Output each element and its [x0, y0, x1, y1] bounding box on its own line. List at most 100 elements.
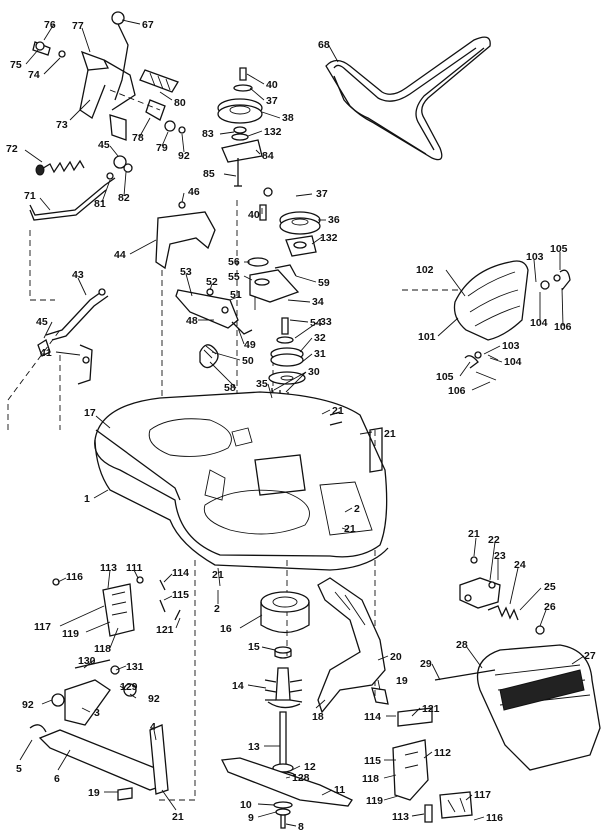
mower-blade-11 — [221, 757, 353, 829]
label-92c: 92 — [22, 699, 34, 711]
discharge-deflector-27 — [434, 644, 601, 771]
label-12: 12 — [304, 761, 316, 773]
label-129: 129 — [120, 681, 138, 693]
label-128: 128 — [292, 772, 310, 784]
label-84: 84 — [262, 150, 274, 162]
discharge-chute-101 — [453, 260, 571, 381]
label-114b: 114 — [364, 711, 381, 723]
label-77: 77 — [72, 20, 84, 32]
belt-guard-44 — [155, 201, 216, 270]
spring-72 — [35, 159, 85, 176]
label-117b: 117 — [474, 789, 491, 801]
label-4: 4 — [150, 721, 156, 733]
drive-belt-68 — [325, 36, 491, 161]
label-130: 130 — [78, 655, 96, 667]
label-2a: 2 — [354, 503, 360, 515]
label-14: 14 — [232, 680, 244, 692]
label-132b: 132 — [320, 232, 338, 244]
knob-67 — [111, 11, 125, 25]
label-46: 46 — [188, 186, 200, 198]
label-1: 1 — [84, 493, 90, 505]
label-115b: 115 — [364, 755, 381, 767]
label-28: 28 — [456, 639, 468, 651]
label-21b: 21 — [384, 428, 396, 440]
label-118a: 118 — [94, 643, 111, 655]
label-49: 49 — [244, 339, 256, 351]
label-92b: 92 — [148, 693, 160, 705]
label-105b: 105 — [436, 371, 454, 383]
label-21d: 21 — [212, 569, 224, 581]
label-22: 22 — [488, 534, 500, 546]
label-29: 29 — [420, 658, 432, 670]
label-106: 106 — [554, 321, 572, 333]
label-13: 13 — [248, 741, 260, 753]
label-31: 31 — [314, 348, 326, 360]
label-67: 67 — [142, 19, 154, 31]
label-113a: 113 — [100, 562, 117, 574]
label-58: 58 — [224, 382, 236, 394]
label-50: 50 — [242, 355, 254, 367]
label-17: 17 — [84, 407, 96, 419]
label-18: 18 — [312, 711, 324, 723]
label-41: 41 — [40, 347, 52, 359]
label-105: 105 — [550, 243, 568, 255]
label-131: 131 — [126, 661, 144, 673]
label-35: 35 — [256, 378, 268, 390]
label-121b: 121 — [422, 703, 440, 715]
bearing-15 — [274, 646, 292, 659]
label-30: 30 — [308, 366, 320, 378]
baffle-18 — [317, 577, 389, 714]
label-52: 52 — [206, 276, 218, 288]
label-6: 6 — [54, 773, 60, 785]
label-8: 8 — [298, 821, 304, 833]
label-103b: 103 — [502, 340, 520, 352]
idler-pulley-stack-top — [217, 67, 263, 187]
label-121a: 121 — [156, 624, 174, 636]
label-2b: 2 — [214, 603, 220, 615]
label-3: 3 — [94, 707, 100, 719]
label-33: 33 — [320, 316, 332, 328]
label-79: 79 — [156, 142, 168, 154]
label-36: 36 — [328, 214, 340, 226]
lift-link-43 — [37, 288, 109, 385]
label-85: 85 — [203, 168, 215, 180]
label-113b: 113 — [392, 811, 409, 823]
label-48: 48 — [186, 315, 198, 327]
label-81: 81 — [94, 198, 106, 210]
label-116b: 116 — [486, 812, 503, 824]
label-43: 43 — [72, 269, 84, 281]
spindle-14 — [264, 667, 303, 709]
spindle-pulley-32 — [268, 317, 306, 385]
label-111: 111 — [126, 562, 143, 574]
label-117a: 117 — [34, 621, 51, 633]
label-118b: 118 — [362, 773, 379, 785]
front-lift-arm-3 — [51, 659, 137, 726]
label-34: 34 — [312, 296, 324, 308]
label-80: 80 — [174, 97, 186, 109]
stabilizer-bar-6 — [29, 724, 169, 801]
label-21f: 21 — [172, 811, 184, 823]
label-37: 37 — [266, 95, 278, 107]
label-55: 55 — [228, 271, 240, 283]
label-78: 78 — [132, 132, 144, 144]
label-112: 112 — [434, 747, 451, 759]
label-16: 16 — [220, 623, 232, 635]
label-10: 10 — [240, 799, 252, 811]
label-114a: 114 — [172, 567, 189, 579]
label-44: 44 — [114, 249, 126, 261]
chute-bracket-22 — [459, 556, 545, 635]
label-54: 54 — [310, 317, 322, 329]
label-92: 92 — [178, 150, 190, 162]
deck-housing-1 — [94, 391, 389, 571]
label-25: 25 — [544, 581, 556, 593]
spindle-housing-16 — [260, 591, 310, 634]
label-24: 24 — [514, 559, 526, 571]
label-106b: 106 — [448, 385, 466, 397]
label-21e: 21 — [468, 528, 480, 540]
label-9: 9 — [248, 812, 254, 824]
label-72: 72 — [6, 143, 18, 155]
label-20: 20 — [390, 651, 402, 663]
label-116a: 116 — [66, 571, 83, 583]
label-102: 102 — [416, 264, 434, 276]
label-38: 38 — [282, 112, 294, 124]
